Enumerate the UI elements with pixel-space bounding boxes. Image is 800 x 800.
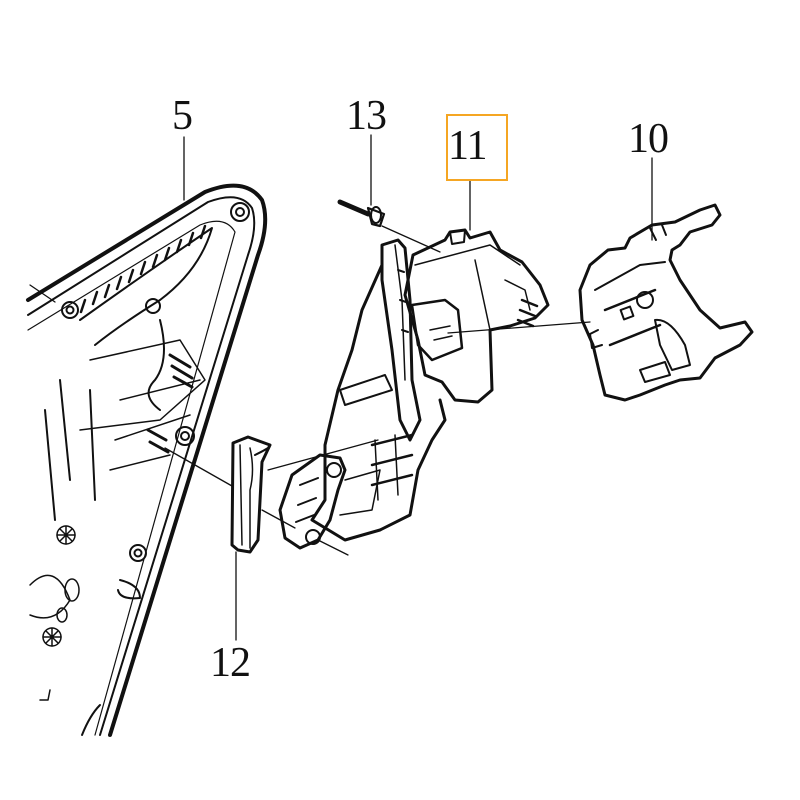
callout-label-12: 12 [210, 640, 251, 686]
part-12-guide-rail[interactable] [230, 435, 272, 554]
leader-lines [29, 134, 653, 641]
callout-label-13: 13 [346, 93, 387, 139]
callout-highlight-box [446, 114, 508, 181]
part-5-door-panel[interactable] [26, 183, 268, 737]
part-11-bracket-housing[interactable] [278, 228, 550, 550]
callout-label-11[interactable]: 11 [448, 123, 487, 169]
callout-label-5: 5 [172, 93, 193, 139]
part-10-mounting-frame[interactable] [578, 203, 754, 402]
part-13-screw[interactable] [337, 199, 386, 228]
callout-label-10: 10 [628, 116, 669, 162]
